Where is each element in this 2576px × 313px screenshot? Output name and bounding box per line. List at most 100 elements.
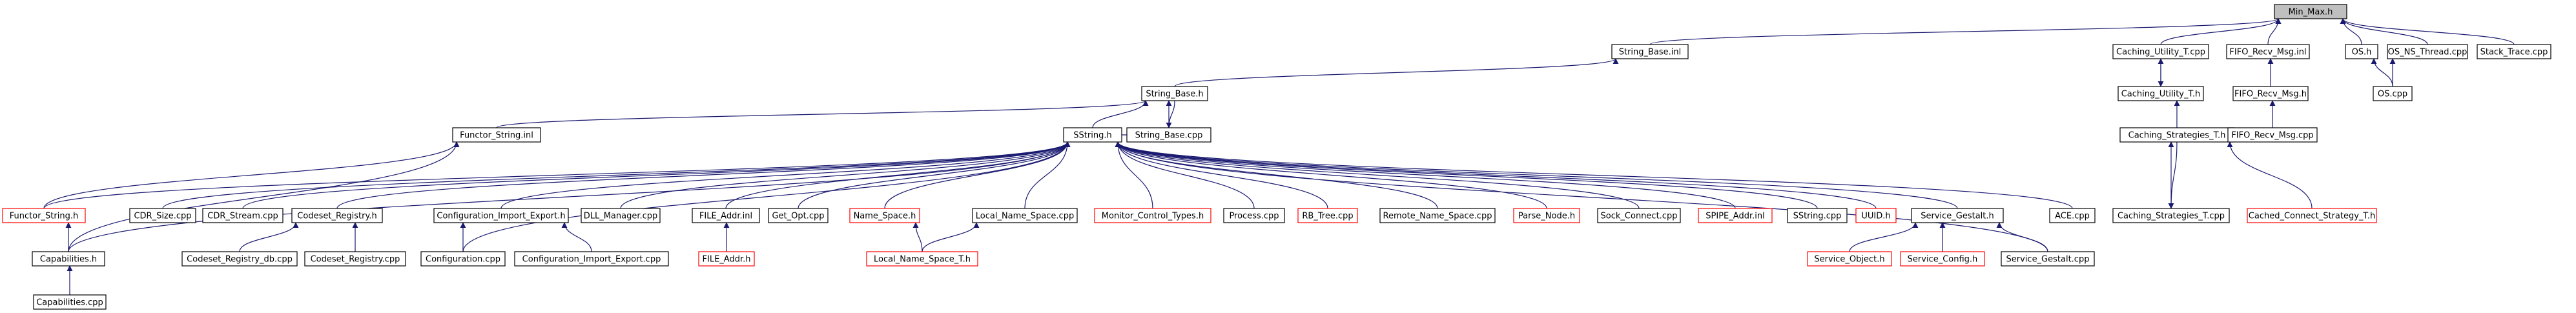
node-codeset-reg-db[interactable]: Codeset_Registry_db.cpp — [181, 251, 298, 267]
node-stringbase-cpp[interactable]: String_Base.cpp — [1126, 127, 1211, 143]
node-cached-connect[interactable]: Cached_Connect_Strategy_T.h — [2247, 208, 2377, 223]
node-file-addr-h[interactable]: FILE_Addr.h — [698, 251, 755, 267]
node-label: Get_Opt.cpp — [772, 212, 824, 221]
node-box — [2001, 251, 2095, 267]
node-caching-utility-t-cpp[interactable]: Caching_Utility_T.cpp — [2112, 44, 2209, 59]
edge-stringbase-h-to-stringbase-cpp — [1166, 100, 1175, 128]
node-stringbase-h[interactable]: String_Base.h — [1141, 86, 1208, 101]
node-box — [514, 251, 669, 267]
node-label: Configuration_Import_Export.cpp — [522, 255, 661, 265]
edge-functor-h-to-functor-inl — [43, 141, 460, 209]
node-label: DLL_Manager.cpp — [584, 212, 658, 221]
node-service-config-h[interactable]: Service_Config.h — [1900, 251, 1985, 267]
node-sstring-cpp[interactable]: SString.cpp — [1787, 208, 1848, 223]
edge-get-opt-to-sstring-h — [798, 141, 1071, 209]
node-capabilities-cpp[interactable]: Capabilities.cpp — [33, 294, 107, 310]
node-fifo-recv-cpp[interactable]: FIFO_Recv_Msg.cpp — [2227, 127, 2318, 143]
edge-uuid-h-to-sstring-h — [1115, 141, 1877, 209]
node-label: Stack_Trace.cpp — [2480, 48, 2548, 57]
node-box — [2, 208, 86, 223]
node-cdr-size[interactable]: CDR_Size.cpp — [129, 208, 196, 223]
node-box — [1698, 208, 1773, 223]
node-box — [1787, 208, 1848, 223]
node-os-h[interactable]: OS.h — [2345, 44, 2378, 59]
node-codeset-reg-cpp[interactable]: Codeset_Registry.cpp — [304, 251, 406, 267]
node-minmax: Min_Max.h — [2274, 4, 2347, 19]
node-service-gestalt-cpp[interactable]: Service_Gestalt.cpp — [2001, 251, 2095, 267]
node-config-import-cpp[interactable]: Configuration_Import_Export.cpp — [514, 251, 669, 267]
node-ace-cpp[interactable]: ACE.cpp — [2049, 208, 2096, 223]
node-config-import-h[interactable]: Configuration_Import_Export.h — [433, 208, 569, 223]
node-box — [1597, 208, 1681, 223]
node-caching-strat-cpp[interactable]: Caching_Strategies_T.cpp — [2112, 208, 2230, 223]
node-os-cpp[interactable]: OS.cpp — [2373, 86, 2413, 101]
node-label: Name_Space.h — [854, 212, 916, 221]
node-fifo-recv-inl[interactable]: FIFO_Recv_Msg.inl — [2226, 44, 2310, 59]
node-fifo-recv-h[interactable]: FIFO_Recv_Msg.h — [2232, 86, 2309, 101]
node-label: Local_Name_Space_T.h — [874, 255, 971, 265]
node-parse-node[interactable]: Parse_Node.h — [1513, 208, 1580, 223]
node-uuid-h[interactable]: UUID.h — [1855, 208, 1897, 223]
node-functor-h[interactable]: Functor_String.h — [2, 208, 86, 223]
edge-os-cpp-to-os-h — [2371, 58, 2393, 87]
node-label: Caching_Utility_T.cpp — [2116, 48, 2205, 57]
node-monitor-control[interactable]: Monitor_Control_Types.h — [1094, 208, 1211, 223]
node-box — [866, 251, 978, 267]
node-box — [1807, 251, 1892, 267]
node-get-opt[interactable]: Get_Opt.cpp — [768, 208, 829, 223]
node-sstring-h[interactable]: SString.h — [1063, 127, 1122, 143]
node-codeset-reg-h[interactable]: Codeset_Registry.h — [291, 208, 383, 223]
node-dll-manager[interactable]: DLL_Manager.cpp — [581, 208, 661, 223]
node-stack-trace[interactable]: Stack_Trace.cpp — [2477, 44, 2551, 59]
node-label: UUID.h — [1861, 212, 1890, 221]
node-remote-name-space[interactable]: Remote_Name_Space.cpp — [1379, 208, 1496, 223]
node-box — [129, 208, 196, 223]
node-local-name-space-t[interactable]: Local_Name_Space_T.h — [866, 251, 978, 267]
node-label: Caching_Strategies_T.h — [2128, 131, 2226, 141]
node-rb-tree[interactable]: RB_Tree.cpp — [1297, 208, 1358, 223]
node-process-cpp[interactable]: Process.cpp — [1223, 208, 1285, 223]
node-caching-utility-t-h[interactable]: Caching_Utility_T.h — [2117, 86, 2204, 101]
edge-stringbase-inl-to-minmax — [1649, 18, 2282, 45]
node-box — [1855, 208, 1897, 223]
node-os-ns-thread[interactable]: OS_NS_Thread.cpp — [2387, 44, 2468, 59]
node-label: Service_Config.h — [1908, 255, 1978, 265]
edge-caching-strat-h-to-caching-strat-cpp — [2168, 141, 2178, 209]
node-service-object-h[interactable]: Service_Object.h — [1807, 251, 1892, 267]
node-box — [2112, 208, 2230, 223]
node-file-addr-inl[interactable]: FILE_Addr.inl — [692, 208, 760, 223]
node-local-name-space[interactable]: Local_Name_Space.cpp — [972, 208, 1078, 223]
node-name-space-h[interactable]: Name_Space.h — [849, 208, 920, 223]
node-box — [2049, 208, 2096, 223]
edge-local-name-space-t-to-name-space-h — [912, 222, 923, 252]
edge-caching-utility-t-cpp-to-minmax — [2160, 18, 2282, 45]
edge-process-cpp-to-sstring-h — [1115, 141, 1255, 209]
node-box — [1126, 127, 1211, 143]
node-label: Capabilities.cpp — [36, 298, 103, 308]
node-box — [2117, 86, 2204, 101]
node-label: Caching_Strategies_T.cpp — [2117, 212, 2225, 221]
edge-os-ns-thread-to-minmax — [2340, 18, 2428, 45]
node-sock-connect[interactable]: Sock_Connect.cpp — [1597, 208, 1681, 223]
node-label: Codeset_Registry_db.cpp — [187, 255, 293, 265]
node-box — [32, 251, 105, 267]
node-box — [2247, 208, 2377, 223]
edge-dll-manager-to-sstring-h — [620, 141, 1071, 209]
node-box — [1513, 208, 1580, 223]
node-configuration-cpp[interactable]: Configuration.cpp — [420, 251, 506, 267]
edge-cdr-size-to-sstring-h — [162, 141, 1071, 209]
node-functor-inl[interactable]: Functor_String.inl — [452, 127, 541, 143]
node-service-gestalt-h[interactable]: Service_Gestalt.h — [1911, 208, 2004, 223]
node-box — [2274, 4, 2347, 19]
node-stringbase-inl[interactable]: String_Base.inl — [1611, 44, 1689, 59]
node-caching-strat-h[interactable]: Caching_Strategies_T.h — [2119, 127, 2234, 143]
node-label: Min_Max.h — [2289, 8, 2333, 17]
node-spipe-addr[interactable]: SPIPE_Addr.inl — [1698, 208, 1773, 223]
node-capabilities-h[interactable]: Capabilities.h — [32, 251, 105, 267]
node-label: Caching_Utility_T.h — [2121, 90, 2201, 99]
node-box — [2112, 44, 2209, 59]
node-label: Sock_Connect.cpp — [1601, 212, 1678, 221]
node-cdr-stream[interactable]: CDR_Stream.cpp — [202, 208, 283, 223]
edge-config-import-cpp-to-config-import-h — [561, 222, 592, 252]
node-box — [698, 251, 755, 267]
